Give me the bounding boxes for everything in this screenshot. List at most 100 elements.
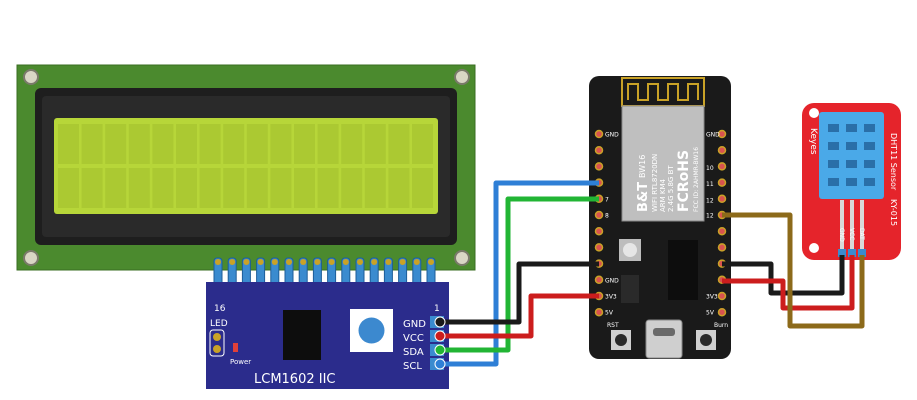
mcu-right-pin-label: 5V — [706, 310, 715, 317]
iic-pin-gnd-label: GND — [403, 319, 426, 330]
lcd-char-cell — [412, 124, 433, 164]
shield-text: B&T BW16 WIFI RTL8720DN ARM KM4 2.4G 5.8… — [636, 147, 700, 212]
lcd-char-cell — [294, 168, 315, 208]
dht-vent — [846, 142, 857, 150]
dht-pin-label: DAT — [858, 228, 865, 240]
mcu-left-pin — [594, 145, 604, 155]
dht-vent — [864, 124, 875, 132]
dht-pin-label: GND — [838, 228, 845, 242]
power-label: Power — [230, 358, 251, 366]
lcd-pad — [371, 259, 378, 265]
lcd-pad — [357, 259, 363, 265]
shield-line1: WIFI RTL8720DN — [651, 154, 659, 212]
dht-vent — [846, 124, 857, 132]
lcd-char-cell — [152, 168, 174, 208]
burn-label: Burn — [714, 322, 728, 329]
mcu-left-pin — [594, 162, 604, 171]
lcd-pad — [342, 259, 349, 265]
iic-pin-scl-label: SCL — [403, 361, 422, 372]
dht-pin — [860, 200, 864, 255]
lcd-char-cell — [199, 124, 221, 164]
rst-label: RST — [607, 322, 619, 329]
dht-pin — [840, 200, 844, 255]
mcu-left-pin — [594, 129, 604, 139]
iic-chip — [283, 310, 321, 360]
lcd-char-cell — [412, 168, 433, 208]
wire-end — [434, 316, 446, 328]
dht-mount-hole — [809, 243, 819, 253]
dht-vent — [864, 178, 875, 186]
lcd-character-grid — [58, 124, 433, 208]
lcd-pad — [257, 259, 264, 265]
sensor-label: DHT11 Sensor — [889, 133, 898, 191]
mcu-right-pin — [717, 226, 727, 236]
lcd-pad — [328, 259, 335, 265]
dht-vent — [846, 160, 857, 168]
dht-vent — [864, 160, 875, 168]
iic-adapter-board: 16 1 LED Power LCM1602 IIC GND VCC SDA S… — [206, 282, 449, 389]
iic-pin-sda-label: SDA — [403, 347, 424, 358]
dht-vent — [828, 178, 839, 186]
mcu-antenna — [621, 77, 705, 107]
mcu-left-pin-label: 8 — [605, 213, 609, 220]
shield-fcc: FCC ID: 2AHMR-BW16 — [693, 147, 700, 212]
led-label: LED — [210, 319, 228, 329]
lcd-char-cell — [58, 168, 79, 208]
lcd-char-cell — [58, 124, 79, 164]
dht-pin-label: VCC — [848, 228, 855, 240]
dht-pin-label-wrap: VCC — [848, 228, 855, 240]
burn-button-cap — [700, 334, 712, 346]
mcu-right-pin-label: GND — [706, 132, 720, 139]
lcd-pad — [300, 259, 307, 265]
mcu-left-pin — [594, 210, 604, 220]
lcd-pin-16-label: 16 — [214, 304, 226, 314]
lcd-char-cell — [294, 124, 315, 164]
dht-vent — [846, 178, 857, 186]
dht-vent — [828, 124, 839, 132]
shield-brand: B&T — [636, 182, 651, 212]
shield-cert: FCRoHS — [676, 150, 692, 212]
lcd-char-cell — [105, 124, 127, 164]
lcd-pad — [413, 259, 420, 265]
mcu-shield — [621, 105, 705, 222]
mcu-regulator — [621, 275, 639, 303]
lcd-char-cell — [223, 168, 245, 208]
mount-hole — [454, 250, 470, 266]
lcd-pad — [314, 259, 321, 265]
mcu-left-pin-label: GND — [605, 132, 619, 139]
led-jumper-pin — [213, 345, 221, 353]
shield-model: BW16 — [638, 155, 647, 178]
usb-c-opening — [653, 328, 675, 336]
lcd-char-cell — [128, 168, 150, 208]
lcd-char-cell — [317, 124, 339, 164]
lcd-char-cell — [81, 124, 103, 164]
lcd-char-cell — [270, 124, 292, 164]
dht-pin-label-wrap: GND — [838, 228, 845, 242]
wire-vcc-dht — [722, 255, 855, 311]
iic-title: LCM1602 IIC — [254, 372, 336, 387]
lcd-char-cell — [223, 124, 245, 164]
mcu-right-pin — [717, 291, 727, 301]
lcd-pad — [215, 259, 221, 265]
power-led — [233, 343, 238, 352]
dht-vent — [828, 142, 839, 150]
lcd-char-cell — [176, 168, 197, 208]
lcd-char-cell — [81, 168, 103, 208]
mcu-ic — [668, 240, 698, 300]
mcu-right-number-label: 10 — [706, 165, 714, 172]
lcd-char-cell — [128, 124, 150, 164]
lcd-char-cell — [364, 168, 386, 208]
shield-line2: ARM KM4 — [659, 178, 667, 212]
mcu-left-pin-label: GND — [605, 277, 619, 284]
lcd-char-cell — [388, 124, 410, 164]
mcu-left-pin — [594, 243, 604, 252]
mount-hole — [23, 69, 39, 85]
wire-dat-dht — [722, 212, 865, 329]
wire-end — [434, 344, 446, 356]
mcu-right-number-label: 12 — [706, 197, 714, 204]
lcd-char-cell — [364, 124, 386, 164]
mount-hole — [454, 69, 470, 85]
wire-end — [434, 330, 446, 342]
